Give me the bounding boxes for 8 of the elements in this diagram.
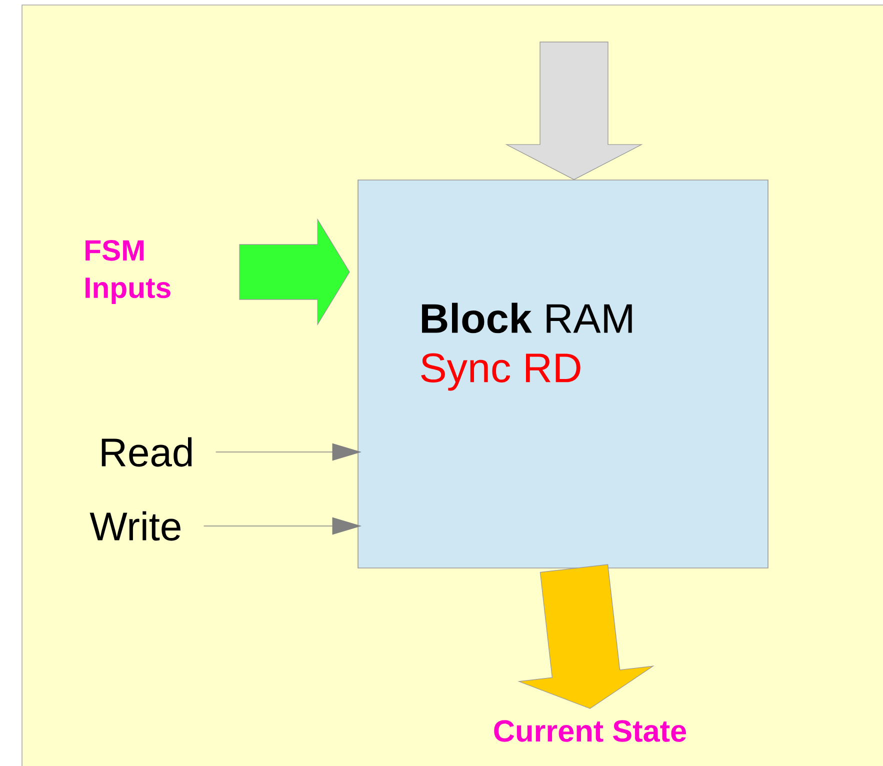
- block-arrow: [505, 42, 643, 180]
- signal-label: Current State: [494, 720, 686, 742]
- signal-label: FSM Inputs: [86, 240, 170, 304]
- ram-block: Block RAM Sync RD: [358, 180, 768, 568]
- block-arrow: [239, 218, 350, 326]
- signal-label: Read: [102, 437, 192, 467]
- signal-label: Write: [90, 511, 180, 541]
- block-arrow: [518, 564, 654, 709]
